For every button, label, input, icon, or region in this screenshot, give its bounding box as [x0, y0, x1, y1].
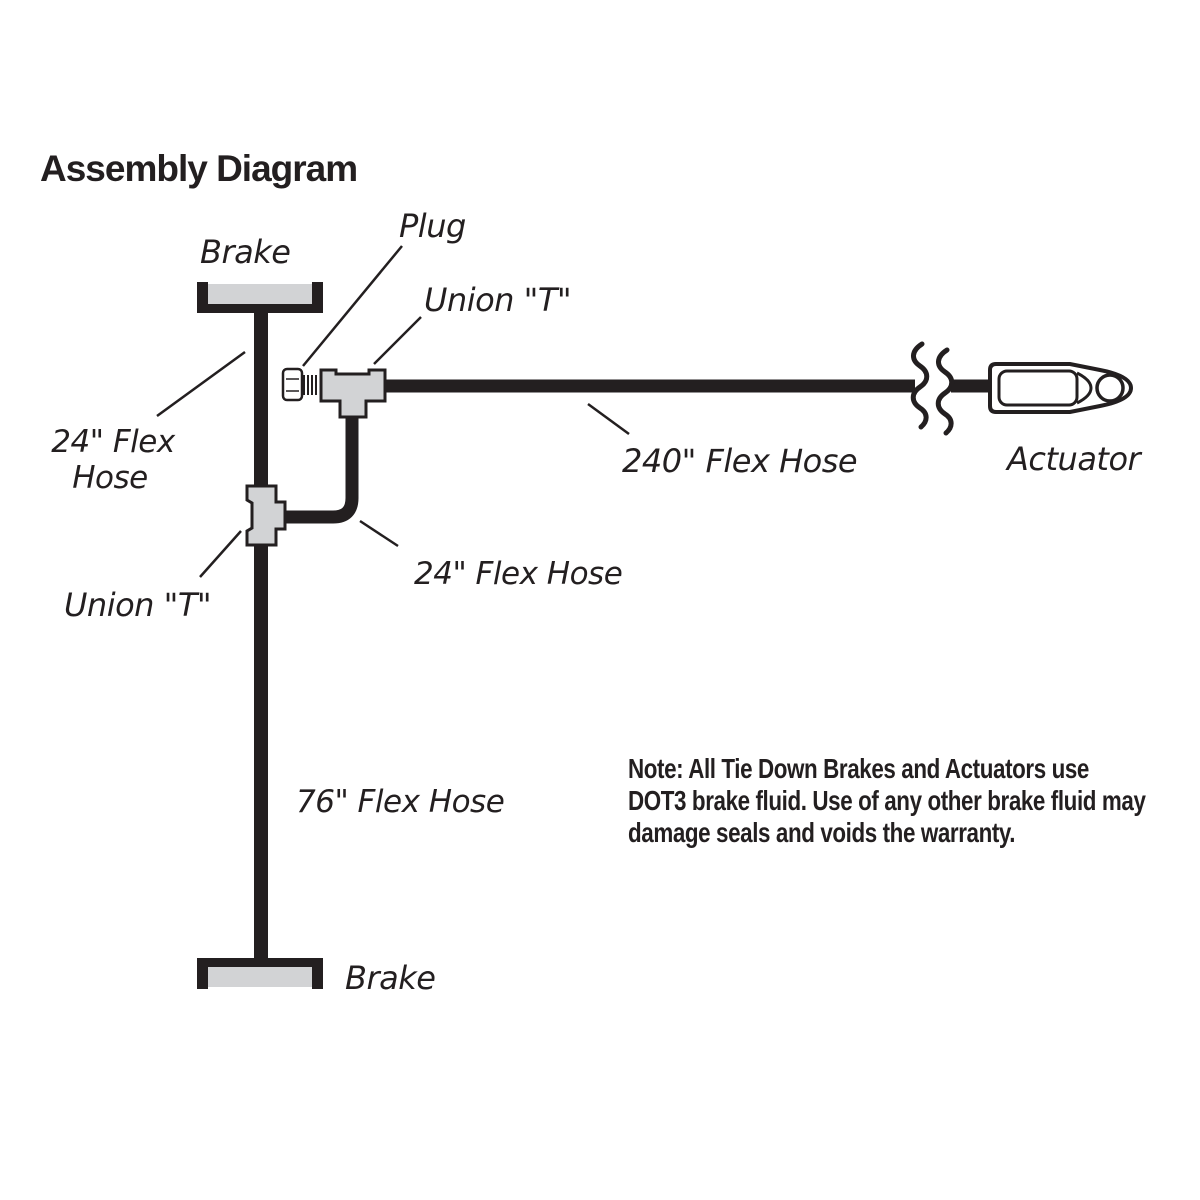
actuator-inner-body [997, 369, 1079, 407]
label-brake-bottom: Brake [345, 959, 435, 997]
top-brake [197, 282, 323, 313]
leader-flex-hose-24-mid [359, 519, 399, 548]
bottom-brake [197, 958, 323, 989]
label-flex-hose-24-left-line1: 24" Flex [51, 424, 176, 460]
label-brake-top: Brake [200, 233, 290, 271]
actuator-eye [1095, 373, 1125, 403]
leader-flex-hose-24-left [156, 350, 246, 418]
actuator-shape [988, 362, 1134, 414]
hose-break-squiggle-2 [935, 347, 955, 436]
label-union-t-top: Union "T" [424, 281, 571, 319]
label-flex-hose-24-mid: 24" Flex Hose [414, 556, 622, 592]
bottom-brake-top-edge [197, 958, 323, 967]
bottom-brake-right-edge [312, 958, 323, 989]
bottom-brake-pad [205, 965, 315, 987]
note-line-3: damage seals and voids the warranty. [628, 818, 1015, 849]
label-actuator: Actuator [1005, 440, 1143, 478]
top-brake-bottom-edge [197, 304, 323, 313]
union-t-top-fitting [319, 368, 387, 419]
label-plug: Plug [399, 207, 466, 245]
leader-union-t-top [373, 316, 422, 365]
note-line-2: DOT3 brake fluid. Use of any other brake… [628, 786, 1146, 817]
page-title: Assembly Diagram [40, 148, 357, 189]
label-flex-hose-24-left-line2: Hose [72, 460, 148, 496]
union-t-lower-fitting [245, 484, 287, 547]
hose-break-squiggle-1 [910, 341, 930, 430]
leader-plug [302, 245, 403, 367]
actuator-nose-line [1076, 371, 1093, 405]
note-line-1: Note: All Tie Down Brakes and Actuators … [628, 754, 1089, 785]
leader-flex-hose-240 [587, 402, 630, 436]
label-flex-hose-240: 240" Flex Hose [622, 442, 857, 480]
bottom-brake-left-edge [197, 958, 208, 989]
top-brake-right-edge [312, 282, 323, 313]
top-brake-pad [205, 284, 315, 306]
top-brake-left-edge [197, 282, 208, 313]
flex-hose-24-mid-line [280, 398, 359, 524]
label-union-t-lower: Union "T" [64, 586, 211, 624]
warranty-note: Note: All Tie Down Brakes and Actuators … [628, 754, 1146, 849]
plug-fitting [281, 367, 317, 402]
label-flex-hose-76: 76" Flex Hose [296, 784, 504, 820]
plug-hex-head [281, 367, 304, 402]
leader-union-t-lower [199, 530, 242, 578]
